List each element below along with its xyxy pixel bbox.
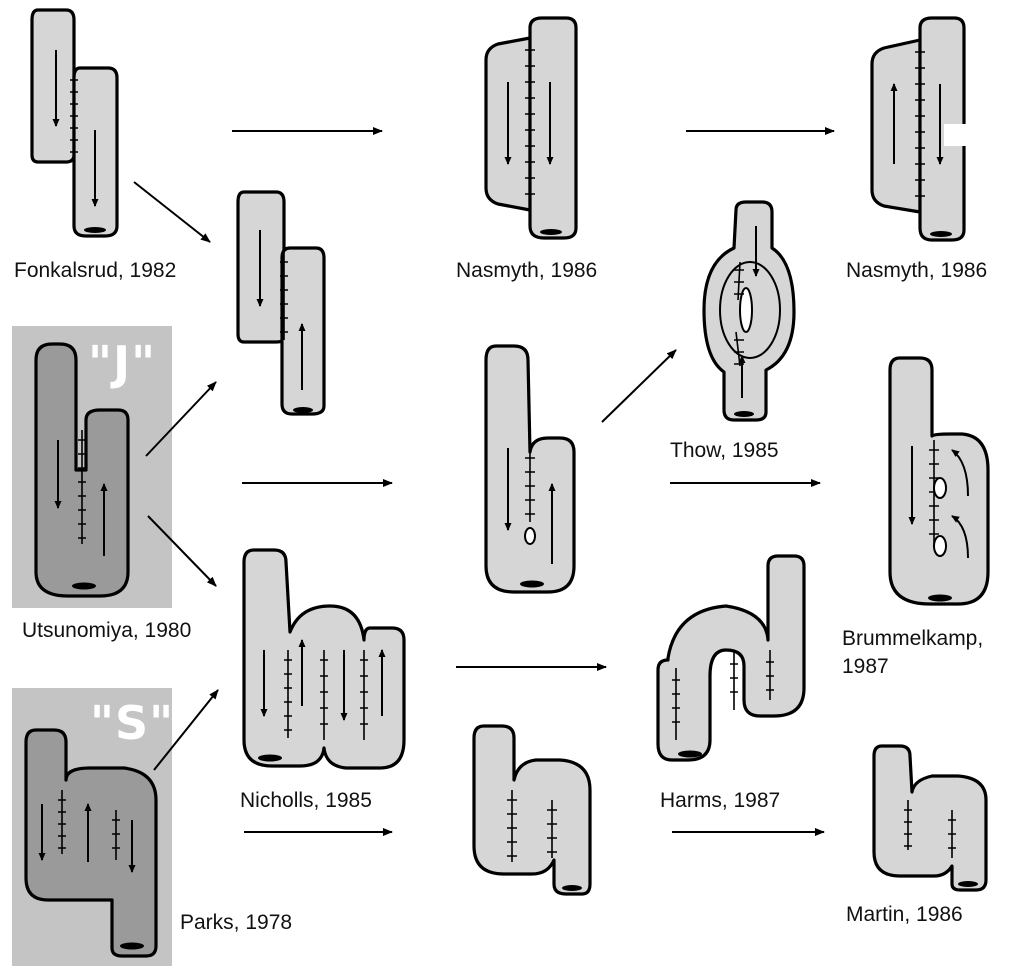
label-brummelkamp: Brummelkamp,: [842, 626, 983, 652]
label-harms: Harms, 1987: [660, 788, 780, 814]
thow-pouch: [704, 202, 794, 420]
middle-j-pouch: [486, 346, 574, 592]
label-nasmyth-1: Nasmyth, 1986: [456, 258, 597, 284]
label-parks: Parks, 1978: [180, 910, 292, 936]
nicholls-w-pouch: [244, 550, 404, 768]
label-thow: Thow, 1985: [670, 438, 779, 464]
martin-pouch: [874, 746, 986, 890]
brummelkamp-pouch: [890, 358, 988, 604]
arrow-fonkalsrud-to-offset: [134, 182, 210, 242]
label-brummelkamp-year: 1987: [842, 654, 889, 680]
fonkalsrud-pouch: [32, 10, 117, 236]
middle-s-pouch: [474, 726, 590, 894]
j-pouch-label: "J": [88, 336, 156, 390]
middle-offset-pouch: [238, 192, 324, 414]
arrow-middle-j-to-thow: [602, 350, 676, 422]
label-nicholls: Nicholls, 1985: [240, 788, 372, 814]
label-martin: Martin, 1986: [846, 902, 963, 928]
label-nasmyth-2: Nasmyth, 1986: [846, 258, 987, 284]
nasmyth-pouch-2: [872, 18, 966, 240]
nasmyth-pouch-1: [486, 18, 576, 238]
s-pouch-label: "S": [90, 696, 174, 750]
label-fonkalsrud: Fonkalsrud, 1982: [14, 258, 176, 284]
harms-pouch: [658, 556, 804, 760]
label-utsunomiya: Utsunomiya, 1980: [22, 618, 191, 644]
